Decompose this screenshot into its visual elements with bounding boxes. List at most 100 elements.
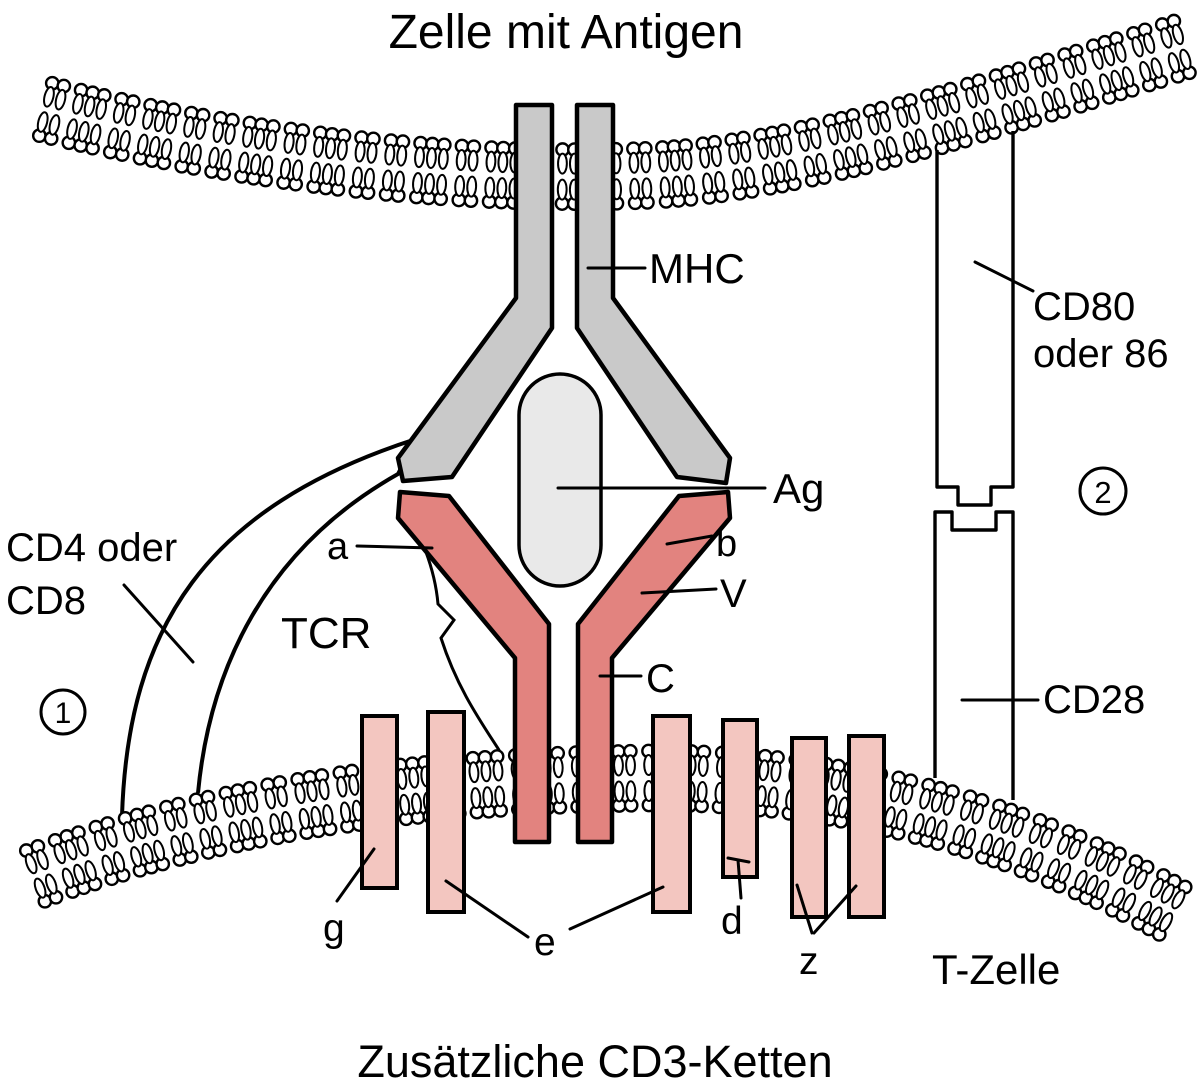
circle-1-outline [39, 688, 87, 736]
lipid-tail [212, 121, 224, 143]
lipid-tail [224, 123, 236, 145]
lipid-tail [66, 118, 78, 140]
chain-d-pointer [736, 858, 743, 900]
lipid-tail [1005, 74, 1018, 97]
lipid-tail [889, 780, 902, 803]
lipid-tail [281, 811, 293, 833]
lipid-tail [625, 780, 637, 803]
lipid-tail [246, 791, 259, 813]
lipid-tail [553, 782, 565, 805]
lipid-tail [1056, 834, 1070, 855]
lipid-tail [1045, 62, 1058, 85]
lipid-tail [194, 118, 207, 140]
lipid-tail [659, 176, 671, 199]
lipid-tail [384, 143, 396, 166]
lipid-tail [785, 159, 798, 181]
lipid-tail [1074, 869, 1088, 891]
lipid-tail [980, 833, 994, 855]
lipid-tail [628, 151, 640, 174]
lipid-tail [210, 825, 223, 847]
lipid-tail [336, 775, 348, 798]
lipid-tail [1139, 60, 1152, 83]
lipid-tail [1111, 887, 1126, 908]
lipid-tail [1000, 812, 1013, 834]
lipid-tail [242, 125, 254, 148]
lipid-tail [470, 787, 482, 810]
cd80-molecule [935, 131, 1015, 507]
lipid-tail [122, 821, 136, 843]
lipid-tail [1142, 32, 1156, 54]
membrane-band [32, 13, 1197, 210]
lipid-tail [732, 168, 744, 191]
lipid-tail [1040, 827, 1053, 849]
lipid-tail [1041, 91, 1054, 113]
lipid-tail [265, 129, 277, 152]
lipid-tail [1057, 862, 1072, 884]
lipid-tail [424, 172, 435, 195]
cd3-epsilon-bar-right [651, 714, 692, 914]
lipid-tail [436, 173, 448, 196]
lipid-tail [714, 171, 726, 193]
lipid-tail [333, 164, 345, 187]
lipid-tail [844, 146, 857, 168]
lipid-tail [54, 88, 67, 111]
lipid-tail [1053, 87, 1066, 109]
lipid-tail [44, 873, 58, 895]
lipid-tail [552, 756, 564, 779]
lipid-tail [250, 153, 262, 176]
lipid-tail [1160, 27, 1173, 49]
lipid-tail [89, 123, 102, 146]
lipid-tail [1137, 900, 1153, 922]
cd4-cd8-label-line2: CD8 [6, 579, 86, 623]
lipid-tail [1002, 841, 1016, 863]
lipid-tail [160, 138, 173, 160]
lipid-tail [148, 135, 161, 158]
lipid-tail [101, 854, 114, 876]
lipid-tail [146, 814, 159, 837]
title-top: Zelle mit Antigen [389, 6, 744, 59]
mhc-molecule [395, 102, 733, 486]
lipid-tail [1016, 71, 1030, 93]
lipid-tail [310, 805, 322, 828]
lipid-tail [697, 754, 709, 777]
lipid-tail [234, 793, 247, 816]
chain-d-label: d [721, 900, 743, 943]
lipid-tail [134, 817, 147, 840]
lipid-tail [324, 137, 337, 160]
lipid-tail [758, 759, 770, 782]
circle-1-number: 1 [55, 697, 72, 730]
lipid-tail [283, 131, 295, 154]
lipid-tail [827, 123, 839, 146]
lipid-tail [84, 860, 97, 882]
lipid-tail [1148, 906, 1163, 927]
lipid-tail [1062, 57, 1075, 79]
chain-z-label: z [799, 940, 819, 983]
lipid-tail [1084, 874, 1099, 896]
lipid-tail [830, 768, 842, 791]
lipid-tail [1167, 52, 1181, 74]
lipid-tail [72, 93, 84, 115]
lipid-tail [1068, 838, 1082, 860]
lipid-tail [306, 780, 318, 803]
lipid-tail [318, 778, 330, 801]
lipid-tail [557, 152, 568, 175]
lipid-tail [467, 149, 479, 172]
lipid-tail [1123, 864, 1137, 885]
lipid-tail [48, 114, 61, 136]
lipid-tail [935, 819, 948, 841]
lipid-tail [482, 786, 494, 809]
lipid-tail [1024, 96, 1037, 118]
lipid-tail [702, 172, 714, 195]
lipid-tail [671, 175, 683, 198]
mhc-label: MHC [649, 245, 745, 292]
lipid-tail [942, 794, 955, 816]
circled-number-1: 1 [39, 688, 87, 736]
lipid-tail [276, 785, 288, 808]
lipid-tail [930, 791, 943, 813]
lipid-tail [199, 828, 212, 850]
lipid-tail [497, 151, 509, 174]
chain-a-label: a [327, 526, 349, 568]
lipid-tail [952, 824, 965, 846]
lipid-tail [208, 146, 220, 169]
